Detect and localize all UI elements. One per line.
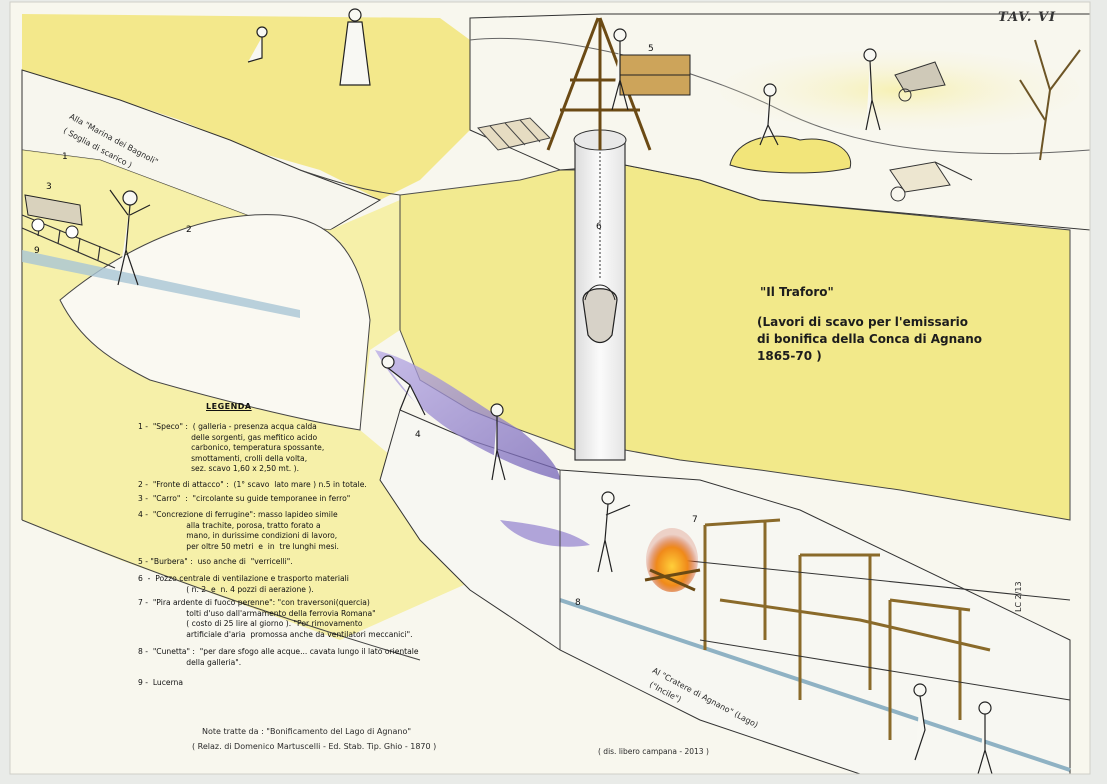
legend-item-7: 7 - "Pira ardente di fuoco perenne": "co… (138, 598, 413, 639)
diagram-title: "Il Traforo" (760, 285, 834, 299)
diagram-subtitle: (Lavori di scavo per l'emissario di boni… (757, 315, 983, 363)
callout-2: 2 (186, 225, 192, 235)
central-rock-wall-left (399, 169, 576, 451)
tree-icon (1019, 39, 1081, 161)
legend-item-5: 5 - "Burbera" : uso anche di "verricelli… (138, 557, 293, 566)
legend-item-6: 6 - Pozzo centrale di ventilazione e tra… (138, 574, 349, 594)
callout-9: 9 (34, 246, 40, 256)
bucket-icon (582, 288, 618, 344)
timber-planks (477, 117, 551, 151)
legend-title: LEGENDA (206, 402, 252, 411)
iron-concretion (375, 350, 560, 480)
callout-5: 5 (648, 44, 654, 54)
legend-item-9: 9 - Lucerna (138, 678, 184, 687)
cart-icon (24, 194, 83, 239)
wheelbarrow-top-icon (894, 61, 946, 102)
callout-8: 8 (575, 598, 581, 608)
legend-item-4: 4 - "Concrezione di ferrugine": masso la… (138, 510, 339, 551)
worker-figures (109, 8, 993, 775)
callout-7: 7 (692, 515, 698, 525)
callout-4: 4 (415, 430, 421, 440)
source-note: Note tratte da : "Bonificamento del Lago… (202, 727, 412, 736)
legend-item-1: 1 - "Speco" : ( galleria - presenza acqu… (138, 422, 325, 474)
legend-item-3: 3 - "Carro" : "circolante su guide tempo… (138, 494, 351, 503)
source-citation: ( Relaz. di Domenico Martuscelli - Ed. S… (192, 742, 437, 751)
fire-icon (646, 528, 698, 592)
callout-6: 6 (596, 222, 602, 232)
gallery-arch (59, 214, 371, 431)
drawing-credit: ( dis. libero campana - 2013 ) (598, 747, 709, 756)
plate-number: TAV. VI (998, 10, 1057, 25)
signature: LC 2/13 (1014, 581, 1023, 612)
legend-item-8: 8 - "Cunetta" : "per dare sfogo alle acq… (138, 647, 419, 667)
legend-item-2: 2 - "Fronte di attacco" : (1° scavo lato… (138, 480, 367, 489)
wheelbarrow-icon (889, 161, 973, 202)
callout-1: 1 (62, 152, 68, 162)
timber-frames (703, 518, 991, 740)
spoil-heap (729, 135, 852, 174)
callout-3: 3 (46, 182, 52, 192)
